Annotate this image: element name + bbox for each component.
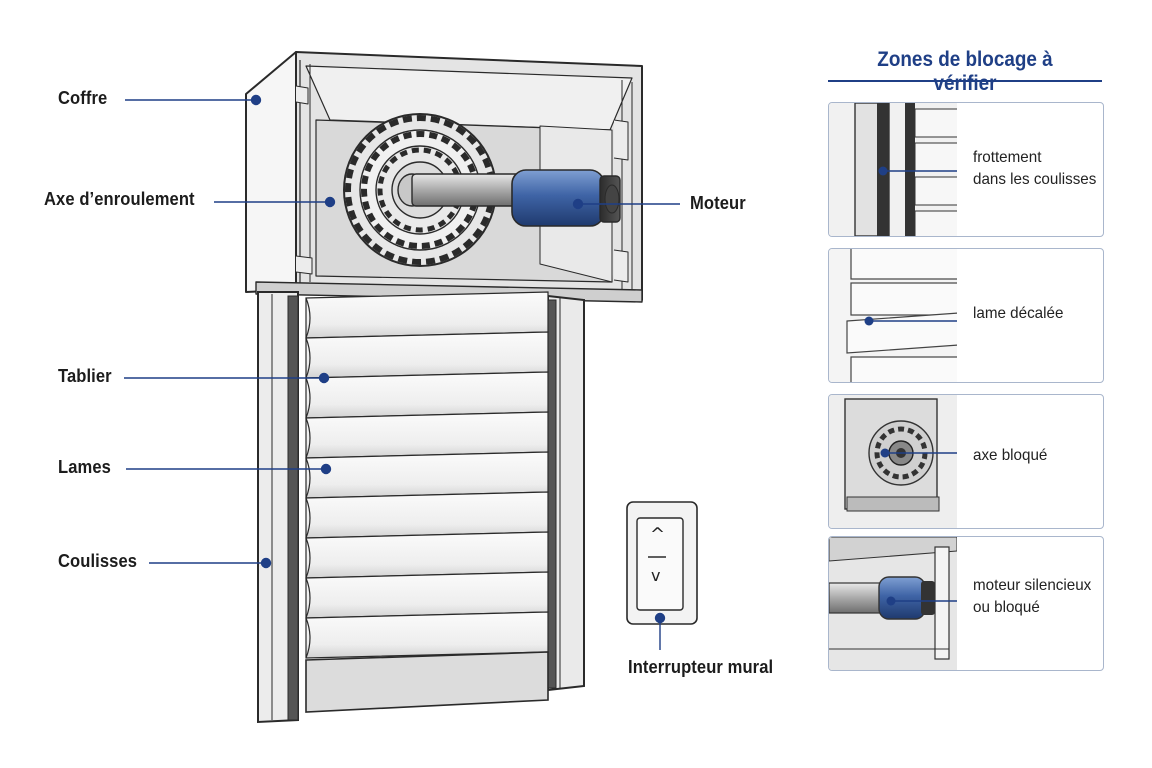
card-4-line-2: ou bloqué [973, 599, 1040, 616]
label-lames: Lames [58, 457, 111, 477]
label-interrupteur: Interrupteur mural [628, 657, 774, 677]
label-coffre: Coffre [58, 88, 108, 108]
title-underline [828, 80, 1102, 82]
card-2-line-1: lame décalée [973, 305, 1064, 322]
card-1-line-1: frottement [973, 149, 1042, 166]
slat [305, 571, 549, 619]
slat-hinge [305, 417, 311, 459]
slat-hinge [305, 577, 311, 619]
card-1-line-2: dans les coulisses [973, 171, 1097, 188]
switch-down-arrow-icon: v [651, 566, 661, 585]
slat-hinge [305, 617, 311, 659]
slat-hinge [305, 297, 311, 339]
slat [305, 611, 549, 659]
card-silent-motor: moteur silencieux ou bloqué [828, 536, 1104, 671]
card-3-line-1: axe bloqué [973, 447, 1048, 464]
slat [305, 411, 549, 459]
silent-motor-icon [829, 537, 957, 670]
wall-switch [626, 501, 698, 625]
card-shifted-slat: lame décalée [828, 248, 1104, 383]
slat [305, 331, 549, 379]
card-blocked-axle: axe bloqué [828, 394, 1104, 529]
switch-up-arrow-icon: ^ [650, 524, 666, 545]
slat-hinge [305, 457, 311, 499]
slat [305, 451, 549, 499]
label-moteur: Moteur [690, 193, 746, 213]
label-axe: Axe d’enroulement [44, 189, 195, 209]
shaft-and-motor [397, 169, 621, 227]
card-4-line-1: moteur silencieux [973, 577, 1092, 594]
label-tablier: Tablier [58, 366, 112, 386]
slat [305, 371, 549, 419]
slat-hinge [305, 377, 311, 419]
slat-hinge [305, 497, 311, 539]
bottom-bar [305, 651, 549, 713]
label-coulisses: Coulisses [58, 551, 138, 571]
slat [305, 291, 549, 339]
panel-title: Zones de blocage à vérifier [877, 48, 1053, 95]
card-rail-friction: frottement dans les coulisses [828, 102, 1104, 237]
rail-friction-icon [829, 103, 957, 236]
blocked-axle-icon [829, 395, 957, 528]
shifted-slat-icon [829, 249, 957, 382]
slat [305, 531, 549, 579]
slat [305, 491, 549, 539]
slat-hinge [305, 337, 311, 379]
slat-hinge [305, 537, 311, 579]
apron-slats [305, 291, 549, 659]
